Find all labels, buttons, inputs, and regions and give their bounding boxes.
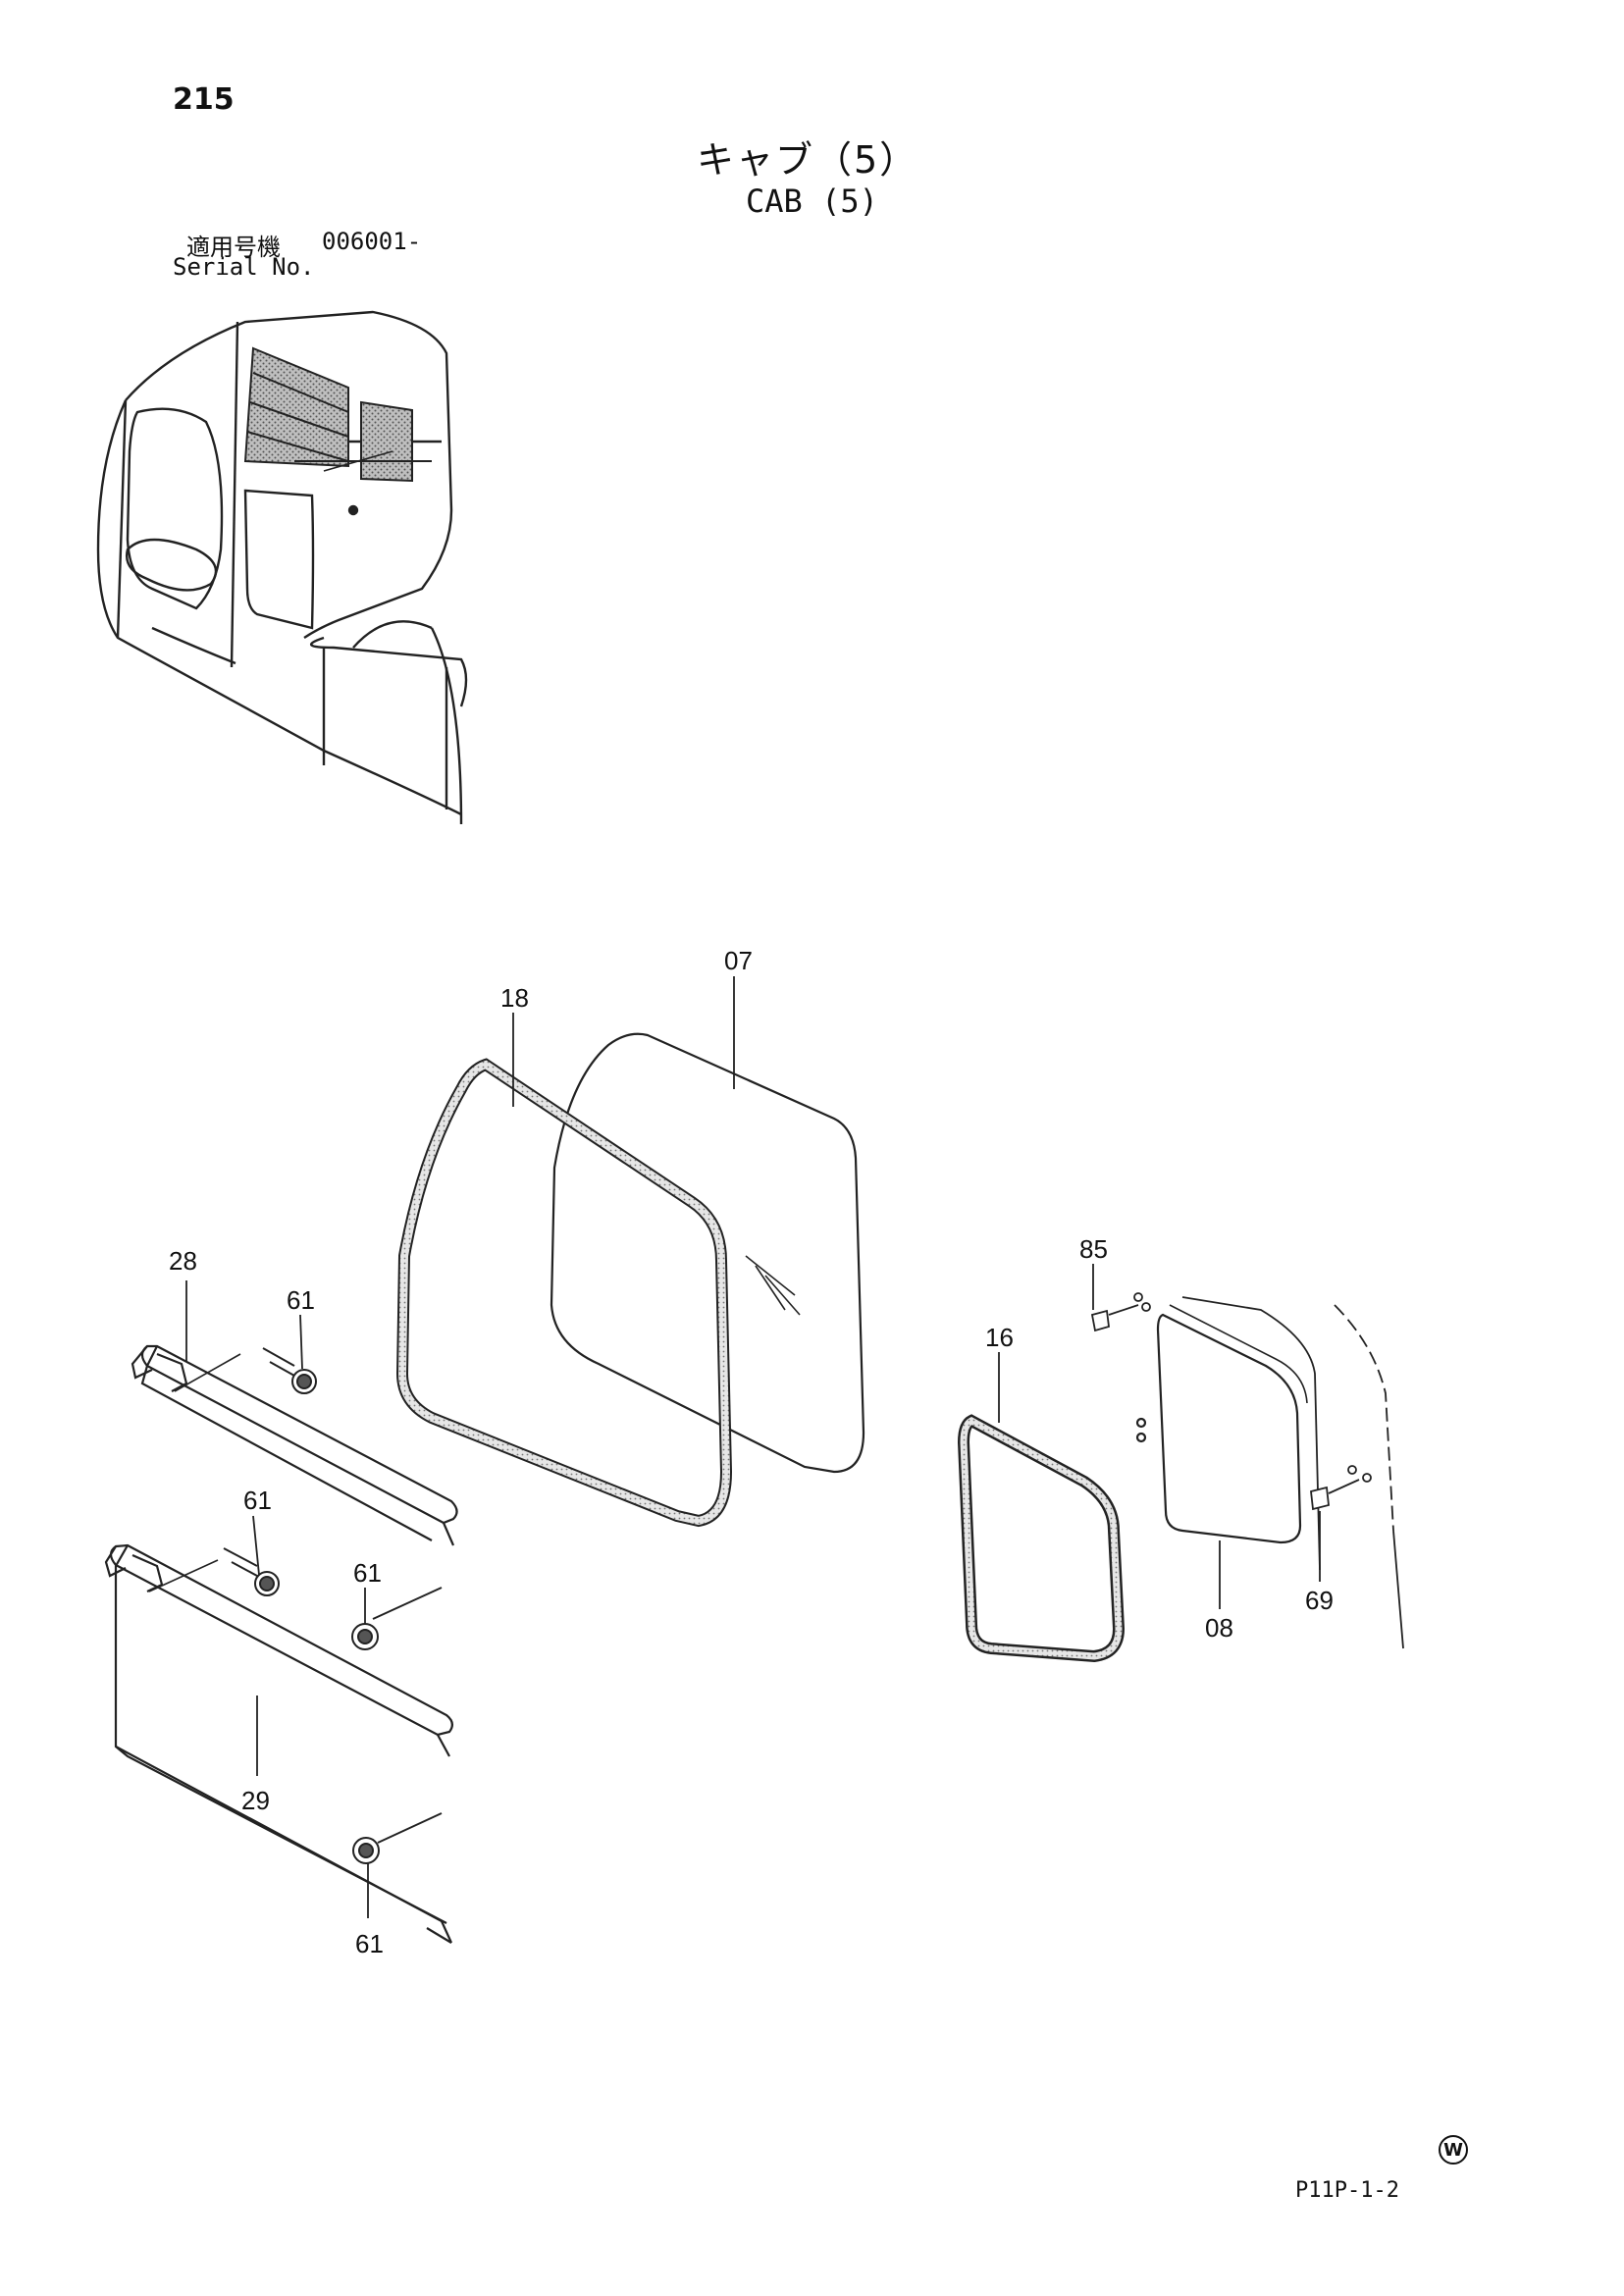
part-label-08: 08	[1205, 1613, 1233, 1643]
leader-lines	[185, 976, 1321, 1918]
retainer-rail-29	[104, 1543, 453, 1944]
serial-label-japanese: 適用号機	[186, 234, 281, 261]
fastener-69	[1310, 1465, 1372, 1511]
part-label-61-d: 61	[355, 1929, 384, 1958]
part-label-61-c: 61	[353, 1558, 382, 1588]
part-label-61-b: 61	[243, 1486, 272, 1515]
part-label-16: 16	[985, 1323, 1014, 1352]
w-mark-symbol: W	[1439, 2135, 1468, 2165]
document-code: P11P-1-2	[1295, 2178, 1399, 2203]
serial-label-english: Serial No.	[173, 253, 315, 281]
glass-panel-07	[550, 1032, 865, 1474]
bolt-61-b	[223, 1547, 280, 1596]
bolt-61-d	[352, 1812, 443, 1864]
weatherstrip-18	[395, 1058, 733, 1528]
retainer-rail-28	[131, 1344, 458, 1546]
part-label-07: 07	[724, 946, 753, 975]
title-english: CAB (5)	[746, 183, 878, 220]
cab-frame-outline	[1181, 1296, 1404, 1649]
part-label-28: 28	[169, 1246, 197, 1276]
part-label-69: 69	[1305, 1586, 1334, 1615]
title-japanese: キャブ（5）	[697, 138, 919, 182]
bolt-61-c	[351, 1587, 443, 1650]
page-number: 215	[173, 82, 235, 117]
glass-panel-08	[1135, 1304, 1308, 1544]
bolt-61-a	[262, 1347, 317, 1394]
serial-value: 006001-	[322, 228, 422, 255]
cab-overview-sketch	[96, 310, 468, 825]
part-label-29: 29	[241, 1786, 270, 1815]
fastener-85	[1090, 1292, 1151, 1332]
part-label-61-a: 61	[287, 1285, 315, 1315]
part-label-85: 85	[1079, 1234, 1108, 1264]
weatherstrip-16	[957, 1414, 1126, 1663]
part-label-18: 18	[500, 983, 529, 1013]
